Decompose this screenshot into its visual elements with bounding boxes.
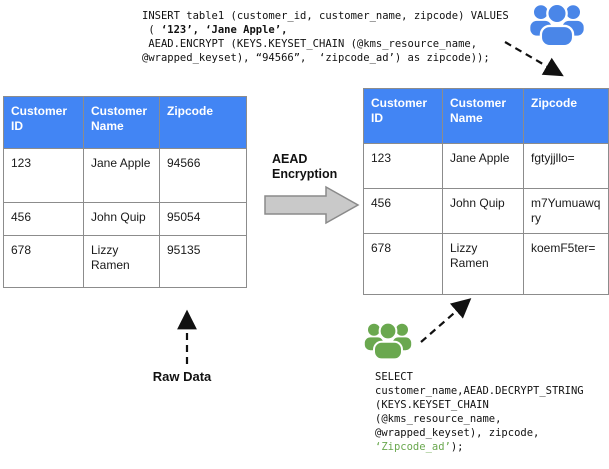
cell-customer-name: Lizzy Ramen	[442, 233, 524, 295]
cell-encrypted-zipcode: m7Yumuawqry	[523, 188, 609, 234]
insert-values-bold: ‘123’, ‘Jane Apple’,	[160, 24, 288, 36]
raw-data-table: Customer ID Customer Name Zipcode 123 Ja…	[3, 96, 247, 288]
cell-customer-id: 678	[363, 233, 443, 295]
raw-data-label: Raw Data	[152, 369, 212, 384]
cell-zipcode: 94566	[159, 148, 247, 203]
table-row: 456 John Quip m7Yumuawqry	[363, 188, 609, 234]
column-header: Zipcode	[523, 88, 609, 144]
raw-data-arrow	[177, 309, 197, 364]
column-header: Customer Name	[442, 88, 524, 144]
select-sql-line: customer_name,AEAD.DECRYPT_STRING	[375, 385, 584, 397]
select-sql-line: (KEYS.KEYSET_CHAIN	[375, 399, 489, 411]
column-header: Zipcode	[159, 96, 247, 149]
table-row: 123 Jane Apple fgtyjjllo=	[363, 143, 609, 189]
table-row: 123 Jane Apple 94566	[3, 148, 247, 203]
select-sql-line: (@kms_resource_name,	[375, 413, 502, 425]
table-header-row: Customer ID Customer Name Zipcode	[363, 88, 609, 144]
encrypted-data-table: Customer ID Customer Name Zipcode 123 Ja…	[363, 88, 609, 295]
table-row: 678 Lizzy Ramen koemF5ter=	[363, 233, 609, 295]
cell-customer-id: 678	[3, 235, 84, 288]
select-sql-line: ‘Zipcode_ad’);	[375, 441, 464, 453]
table-row: 456 John Quip 95054	[3, 202, 247, 236]
column-header: Customer ID	[363, 88, 443, 144]
cell-customer-name: Jane Apple	[442, 143, 524, 189]
cell-customer-id: 456	[3, 202, 84, 236]
column-header: Customer ID	[3, 96, 84, 149]
zipcode-ad-highlight: ‘Zipcode_ad’	[375, 441, 451, 453]
insert-sql-line: @wrapped_keyset), “94566”, ‘zipcode_ad’)…	[142, 52, 490, 64]
cell-zipcode: 95135	[159, 235, 247, 288]
cell-customer-name: John Quip	[83, 202, 160, 236]
aead-encryption-label: AEAD Encryption	[272, 152, 338, 181]
table-row: 678 Lizzy Ramen 95135	[3, 235, 247, 288]
select-sql-line: @wrapped_keyset), zipcode,	[375, 427, 540, 439]
select-sql-line: SELECT	[375, 371, 413, 383]
cell-customer-id: 123	[3, 148, 84, 203]
cell-encrypted-zipcode: fgtyjjllo=	[523, 143, 609, 189]
cell-zipcode: 95054	[159, 202, 247, 236]
cell-customer-id: 123	[363, 143, 443, 189]
table-header-row: Customer ID Customer Name Zipcode	[3, 96, 247, 149]
cell-customer-id: 456	[363, 188, 443, 234]
insert-sql-line: INSERT table1 (customer_id, customer_nam…	[142, 10, 509, 22]
insert-sql-line: AEAD.ENCRYPT (KEYS.KEYSET_CHAIN (@kms_re…	[142, 38, 478, 50]
select-flow-arrow	[420, 298, 472, 343]
column-header: Customer Name	[83, 96, 160, 149]
users-group-icon	[530, 2, 584, 48]
encryption-block-arrow	[264, 185, 360, 225]
cell-customer-name: Jane Apple	[83, 148, 160, 203]
cell-customer-name: Lizzy Ramen	[83, 235, 160, 288]
select-sql-code: SELECT customer_name,AEAD.DECRYPT_STRING…	[375, 370, 584, 454]
cell-encrypted-zipcode: koemF5ter=	[523, 233, 609, 295]
users-group-icon	[364, 321, 412, 361]
cell-customer-name: John Quip	[442, 188, 524, 234]
insert-sql-line: ( ‘123’, ‘Jane Apple’,	[142, 24, 288, 36]
insert-flow-arrow	[504, 41, 564, 77]
insert-sql-code: INSERT table1 (customer_id, customer_nam…	[142, 9, 509, 65]
